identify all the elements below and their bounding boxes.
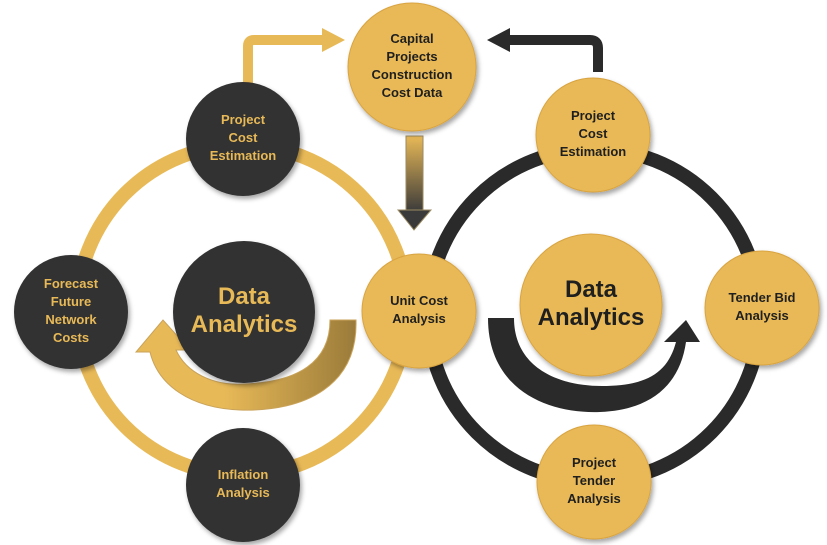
right-project-cost-line-2: Cost bbox=[579, 126, 609, 141]
top-center-line-3: Construction bbox=[372, 67, 453, 82]
left-project-cost-line-2: Cost bbox=[229, 130, 259, 145]
node-left-project-cost-estimation bbox=[186, 82, 300, 196]
node-right-project-cost-estimation bbox=[535, 77, 651, 193]
top-center-line-2: Projects bbox=[386, 49, 437, 64]
right-center-line-1: Data bbox=[565, 276, 618, 303]
node-left-inflation-analysis bbox=[186, 428, 300, 542]
left-inner-cycle-arrow bbox=[134, 319, 357, 411]
arrow-right-to-top bbox=[508, 35, 603, 72]
arrow-down-shaft bbox=[405, 135, 424, 213]
left-forecast-line-4: Costs bbox=[53, 330, 89, 345]
node-left-forecast-costs bbox=[14, 255, 128, 369]
arrow-left-to-top bbox=[243, 35, 324, 84]
arrow-left-to-top-head bbox=[322, 28, 345, 52]
left-inflation-line-1: Inflation bbox=[218, 467, 269, 482]
left-center-line-2: Analytics bbox=[191, 311, 298, 338]
right-tender-bid-line-2: Analysis bbox=[735, 308, 788, 323]
right-project-cost-line-1: Project bbox=[571, 108, 616, 123]
left-forecast-line-3: Network bbox=[45, 312, 97, 327]
right-project-tender-line-3: Analysis bbox=[567, 491, 620, 506]
node-top-capital-projects bbox=[347, 2, 477, 132]
node-right-data-analytics bbox=[519, 233, 663, 377]
arrow-down-head bbox=[396, 209, 433, 231]
left-forecast-line-2: Future bbox=[51, 294, 91, 309]
right-tender-bid-line-1: Tender Bid bbox=[729, 290, 796, 305]
left-project-cost-line-1: Project bbox=[221, 112, 266, 127]
left-center-line-1: Data bbox=[218, 283, 271, 310]
node-unit-cost-analysis bbox=[361, 253, 477, 369]
right-inner-cycle-arrow bbox=[488, 318, 700, 413]
top-center-line-4: Cost Data bbox=[382, 85, 443, 100]
arrow-right-to-top-head bbox=[487, 28, 510, 52]
right-center-line-2: Analytics bbox=[538, 304, 645, 331]
right-project-tender-line-1: Project bbox=[572, 455, 617, 470]
left-project-cost-line-3: Estimation bbox=[210, 148, 277, 163]
top-center-line-1: Capital bbox=[390, 31, 433, 46]
unit-cost-line-1: Unit Cost bbox=[390, 293, 448, 308]
node-right-project-tender-analysis bbox=[536, 424, 652, 540]
left-forecast-line-1: Forecast bbox=[44, 276, 99, 291]
unit-cost-line-2: Analysis bbox=[392, 311, 445, 326]
right-project-cost-line-3: Estimation bbox=[560, 144, 627, 159]
node-left-data-analytics bbox=[173, 241, 315, 383]
node-right-tender-bid-analysis bbox=[704, 250, 820, 366]
right-project-tender-line-2: Tender bbox=[573, 473, 615, 488]
left-inflation-line-2: Analysis bbox=[216, 485, 269, 500]
